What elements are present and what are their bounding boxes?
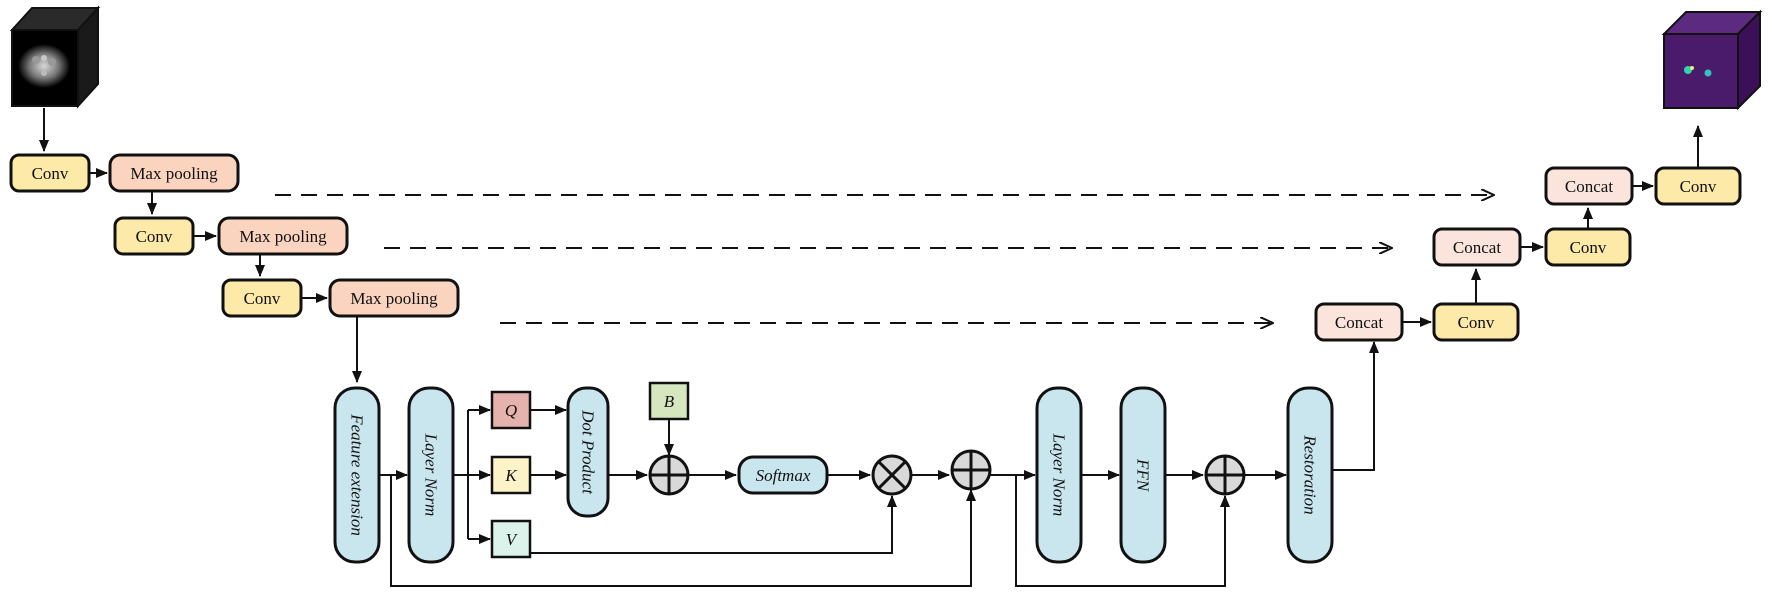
decoder-concat-3: Concat bbox=[1314, 302, 1404, 342]
layer-norm-block-1: Layer Norm bbox=[407, 386, 455, 564]
restoration-label: Restoration bbox=[1301, 434, 1320, 514]
circled-plus-icon bbox=[648, 454, 690, 496]
decoder-concat-3-label: Concat bbox=[1335, 313, 1383, 332]
softmax-label: Softmax bbox=[756, 466, 811, 485]
encoder-conv-1-label: Conv bbox=[32, 164, 69, 183]
bias-box: B bbox=[648, 381, 690, 421]
decoder-conv-1: Conv bbox=[1654, 166, 1742, 206]
decoder-concat-1: Concat bbox=[1544, 166, 1634, 206]
encoder-pool-2: Max pooling bbox=[217, 216, 349, 256]
feature-extension-label: Feature extension bbox=[348, 413, 367, 536]
decoder-conv-3: Conv bbox=[1432, 302, 1520, 342]
add-operator-2 bbox=[950, 449, 992, 491]
encoder-pool-2-label: Max pooling bbox=[239, 227, 327, 246]
multiply-operator bbox=[871, 454, 913, 496]
key-label: K bbox=[504, 466, 518, 485]
add-operator-3 bbox=[1204, 454, 1246, 496]
key-box: K bbox=[490, 455, 532, 495]
query-box: Q bbox=[490, 390, 532, 430]
feature-extension-block: Feature extension bbox=[333, 386, 381, 564]
ffn-label: FFN bbox=[1134, 458, 1153, 493]
residual-connection-1 bbox=[390, 475, 976, 587]
encoder-conv-2: Conv bbox=[113, 216, 195, 256]
circled-plus-icon bbox=[950, 449, 992, 491]
encoder-conv-2-label: Conv bbox=[136, 227, 173, 246]
softmax-block: Softmax bbox=[737, 455, 829, 495]
add-operator-1 bbox=[648, 454, 690, 496]
decoder-concat-1-label: Concat bbox=[1565, 177, 1613, 196]
encoder-conv-3: Conv bbox=[221, 278, 303, 318]
decoder-conv-2: Conv bbox=[1544, 227, 1632, 267]
value-label: V bbox=[506, 530, 519, 549]
ffn-block: FFN bbox=[1119, 386, 1167, 564]
value-box: V bbox=[490, 519, 532, 559]
bias-label: B bbox=[664, 392, 675, 411]
segmentation-volume-icon bbox=[1684, 66, 1712, 77]
decoder-conv-2-label: Conv bbox=[1570, 238, 1607, 257]
layer-norm-1-label: Layer Norm bbox=[422, 433, 441, 517]
encoder-pool-1-label: Max pooling bbox=[130, 164, 218, 183]
query-label: Q bbox=[505, 401, 517, 420]
circled-times-icon bbox=[871, 454, 913, 496]
decoder-conv-1-label: Conv bbox=[1680, 177, 1717, 196]
decoder-concat-2: Concat bbox=[1432, 227, 1522, 267]
encoder-pool-3: Max pooling bbox=[328, 278, 460, 318]
dot-product-block: Dot Product bbox=[566, 386, 610, 518]
decoder-concat-2-label: Concat bbox=[1453, 238, 1501, 257]
decoder-conv-3-label: Conv bbox=[1458, 313, 1495, 332]
residual-connection-2 bbox=[1015, 475, 1230, 587]
output-volume bbox=[1661, 9, 1763, 111]
restoration-block: Restoration bbox=[1286, 386, 1334, 564]
encoder-pool-1: Max pooling bbox=[108, 153, 240, 193]
circled-plus-icon bbox=[1204, 454, 1246, 496]
input-volume bbox=[9, 5, 101, 109]
encoder-conv-1: Conv bbox=[9, 153, 91, 193]
ct-scan-volume-icon bbox=[18, 44, 70, 88]
layer-norm-2-label: Layer Norm bbox=[1050, 433, 1069, 517]
dot-product-label: Dot Product bbox=[579, 409, 598, 495]
layer-norm-block-2: Layer Norm bbox=[1035, 386, 1083, 564]
encoder-pool-3-label: Max pooling bbox=[350, 289, 438, 308]
encoder-conv-3-label: Conv bbox=[244, 289, 281, 308]
